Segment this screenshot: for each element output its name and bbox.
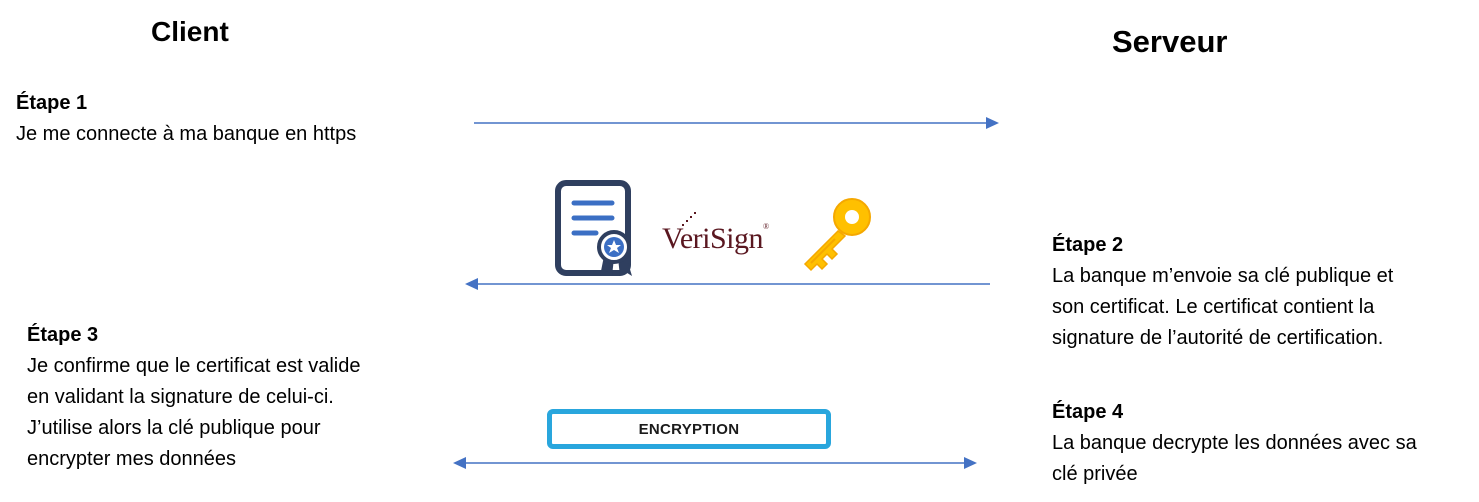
client-heading: Client: [151, 16, 229, 47]
step-4-line-2: clé privée: [1052, 463, 1138, 485]
arrow-head-right-2: [964, 457, 977, 469]
step-1: Étape 1 Je me connecte à ma banque en ht…: [16, 92, 356, 150]
verisign-text: VeriSign: [662, 222, 764, 255]
step-4-line-1: La banque decrypte les données avec sa: [1052, 432, 1417, 454]
verisign-registered: ®: [763, 222, 769, 231]
step-3-title: Étape 3: [27, 324, 99, 346]
arrow-head-left-2: [453, 457, 466, 469]
step-2-line-1: La banque m’envoie sa clé publique et: [1052, 265, 1394, 287]
step-2-line-3: signature de l’autorité de certification…: [1052, 327, 1384, 349]
step-3-line-4: encrypter mes données: [27, 448, 237, 470]
step-1-line-1: Je me connecte à ma banque en https: [16, 123, 357, 145]
server-heading: Serveur: [1112, 24, 1228, 59]
step-3-line-3: J’utilise alors la clé publique pour: [27, 417, 321, 439]
step-2-line-2: son certificat. Le certificat contient l…: [1052, 296, 1375, 318]
key-icon: [803, 198, 871, 272]
certificate-icon: [555, 180, 632, 276]
step-3: Étape 3 Je confirme que le certificat es…: [27, 324, 361, 475]
arrow-head-right: [986, 117, 999, 129]
step-2-title: Étape 2: [1052, 234, 1124, 256]
step-3-line-2: en validant la signature de celui-ci.: [27, 386, 334, 408]
step-1-title: Étape 1: [16, 92, 88, 114]
verisign-checkmark-icon: [682, 212, 696, 226]
step-2: Étape 2 La banque m’envoie sa clé publiq…: [1052, 234, 1393, 354]
verisign-logo: VeriSign®: [662, 222, 769, 256]
arrow-head-left: [465, 278, 478, 290]
step-4: Étape 4 La banque decrypte les données a…: [1052, 401, 1417, 490]
encryption-box: ENCRYPTION: [547, 409, 831, 449]
step-3-line-1: Je confirme que le certificat est valide: [27, 355, 361, 377]
step-4-title: Étape 4: [1052, 401, 1124, 423]
encryption-label: ENCRYPTION: [638, 420, 740, 438]
